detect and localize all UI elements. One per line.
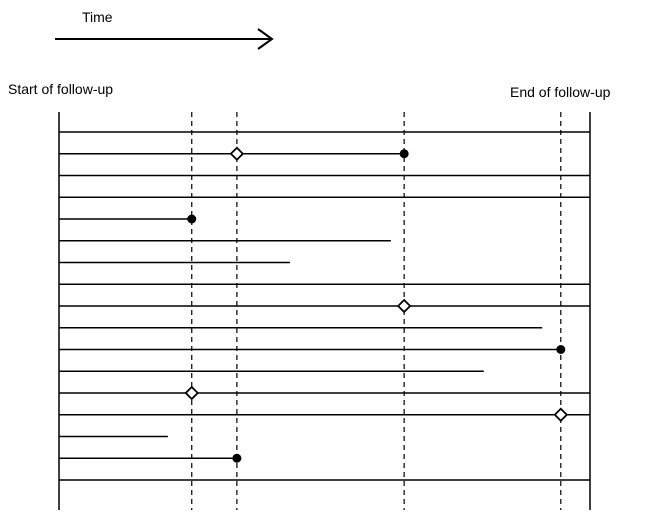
time-arrow-icon — [55, 28, 274, 50]
filled-circle-marker — [556, 345, 566, 354]
filled-circle-marker — [187, 214, 197, 224]
subject-lines — [59, 131, 590, 481]
start-of-follow-up-label: Start of follow-up — [8, 81, 113, 97]
filled-circle-marker — [232, 453, 242, 463]
open-diamond-marker — [396, 298, 412, 314]
end-of-follow-up-label: End of follow-up — [510, 84, 611, 100]
filled-circle-marker — [399, 149, 409, 159]
time-label: Time — [82, 9, 113, 25]
reference-time-lines — [191, 112, 562, 510]
open-diamond-marker — [184, 385, 200, 401]
open-diamond-marker — [229, 146, 245, 162]
follow-up-boundaries — [58, 112, 591, 510]
open-diamond-marker — [553, 407, 569, 423]
event-markers — [184, 146, 569, 463]
